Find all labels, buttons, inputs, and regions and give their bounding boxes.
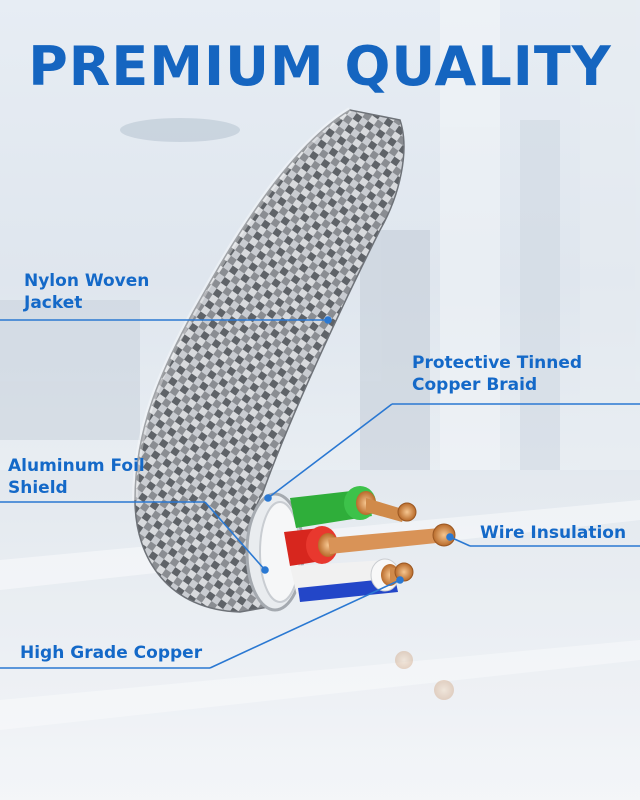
blue-wire	[290, 558, 414, 602]
label-high-grade-copper: High Grade Copper	[20, 643, 203, 663]
red-wire	[284, 523, 456, 566]
leader-lines	[0, 316, 640, 669]
label-protective-tinned-copper-braid: Protective Tinned Copper Braid	[412, 353, 583, 395]
label-nylon-woven-jacket: Nylon Woven Jacket	[24, 271, 150, 313]
cable-reflection	[395, 651, 454, 700]
page-title: PREMIUM QUALITY	[28, 35, 612, 98]
label-aluminum-foil-shield: Aluminum Foil Shield	[8, 456, 145, 498]
braided-jacket	[134, 109, 405, 613]
label-wire-insulation: Wire Insulation	[480, 523, 627, 543]
green-wire	[290, 486, 417, 528]
